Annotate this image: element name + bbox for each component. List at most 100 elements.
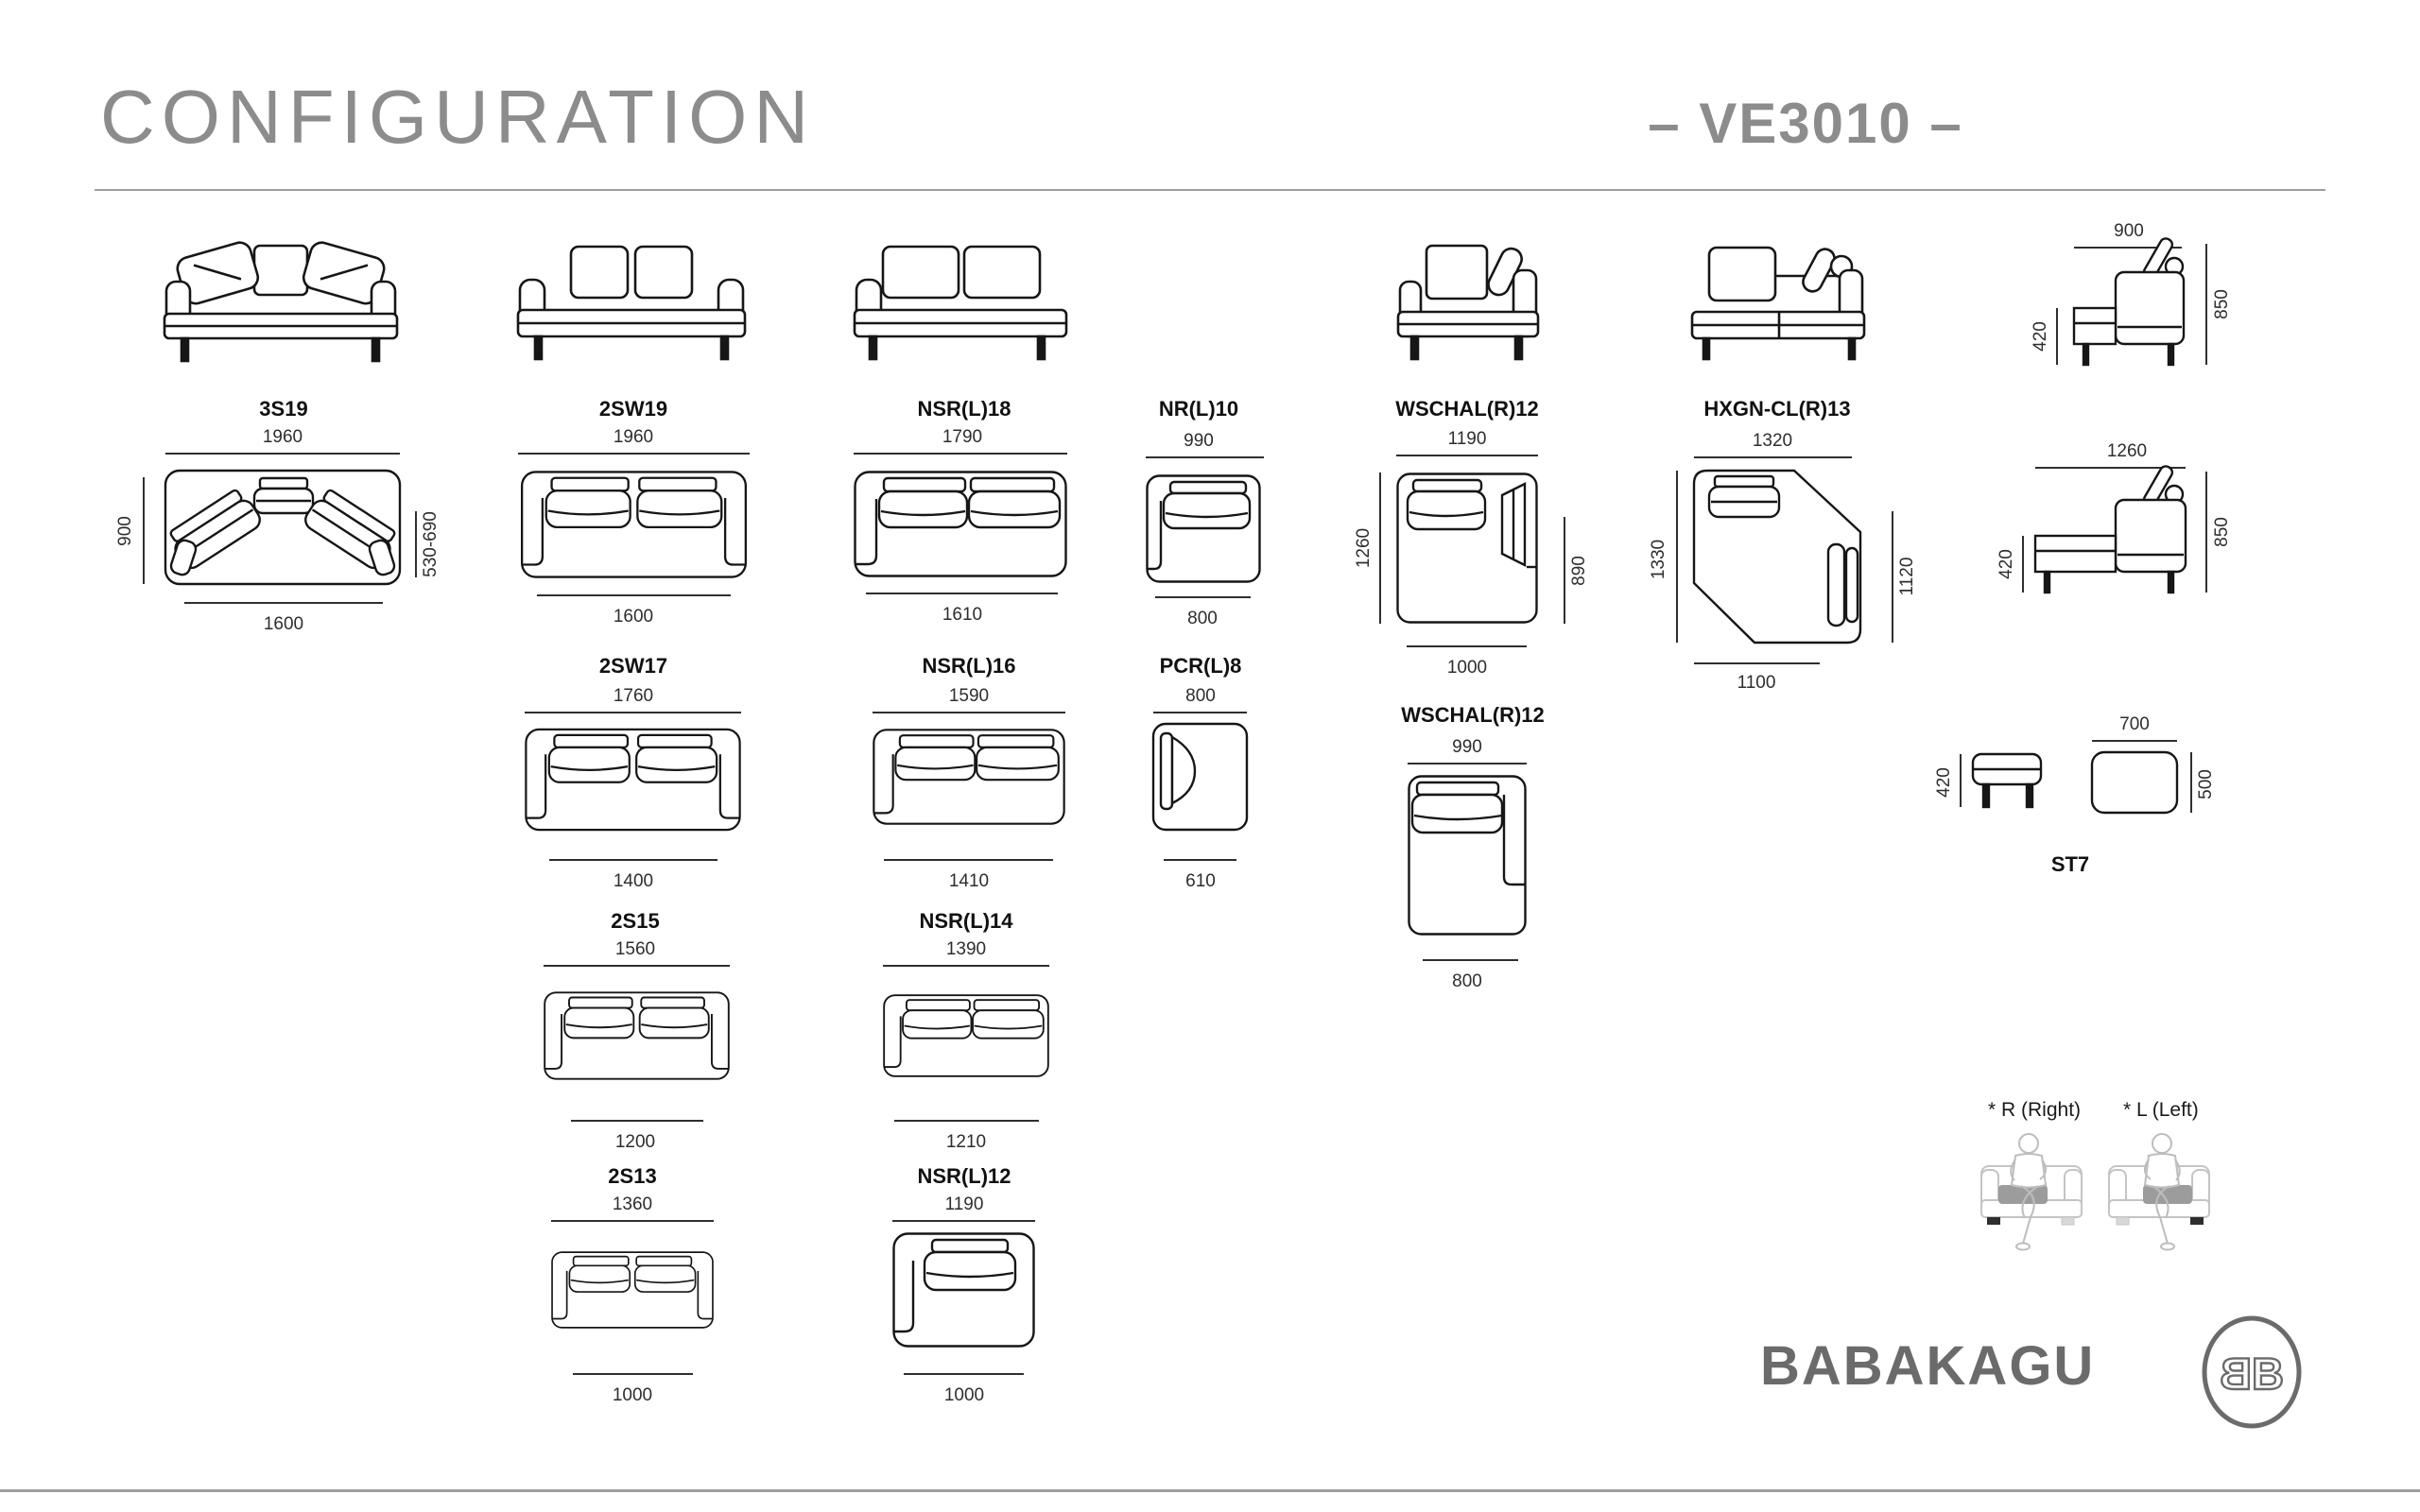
dim-top: 800 (1185, 686, 1216, 706)
dim-bottom: 1000 (1447, 658, 1487, 678)
legend-figure-right (1980, 1133, 2083, 1251)
dim-top: 1190 (1448, 429, 1487, 449)
legend-figure-left (2108, 1133, 2210, 1251)
dim-bottom: 610 (1185, 871, 1216, 891)
module-2S13: 2S13 1360 1000 (551, 1164, 714, 1405)
dim-top: 1390 (946, 939, 986, 959)
module-NR10: NR(L)10 990 800 (1146, 397, 1264, 628)
dim-top: 1190 (945, 1194, 984, 1214)
dim-bottom: 1210 (946, 1132, 986, 1152)
module-name: WSCHAL(R)12 (1401, 703, 1545, 727)
dim-top: 1360 (613, 1194, 652, 1214)
dim-top: 1760 (614, 686, 653, 706)
dim-right: 850 (2212, 289, 2232, 319)
top-view-HXGN13 (1692, 469, 1862, 644)
module-name: NSR(L)18 (917, 397, 1011, 421)
legend-left-label: * L (Left) (2123, 1099, 2199, 1121)
top-view-2S13 (551, 1250, 714, 1330)
module-PCR8: PCR(L)8 800 610 (1151, 654, 1249, 891)
brand-wordmark: BABAKAGU (1760, 1335, 2096, 1397)
module-NSR14: NSR(L)14 1390 1210 (883, 909, 1049, 1152)
header-rule (95, 189, 2325, 191)
dim-bottom: 800 (1187, 609, 1218, 628)
dim-top: 700 (2119, 714, 2150, 734)
module-name: NSR(L)14 (919, 909, 1013, 933)
dim-top: 1960 (614, 427, 653, 447)
top-view-3S19 (164, 469, 402, 586)
st7-side-view (1971, 752, 2043, 809)
module-name: NSR(L)12 (917, 1164, 1011, 1188)
module-name: WSCHAL(R)12 (1395, 397, 1539, 421)
dim-bottom: 1400 (614, 871, 653, 891)
module-2S15: 2S15 1560 1200 (544, 909, 730, 1152)
dim-right: 530-690 (421, 511, 441, 577)
top-view-2S15 (544, 991, 730, 1080)
top-view-NR10 (1146, 474, 1261, 583)
module-name: 2SW17 (599, 654, 667, 678)
dim-bottom: 1610 (942, 605, 982, 625)
top-view-WSCHAL12 (1396, 472, 1538, 624)
module-HXGN13: HXGN-CL(R)13 1320 1330 1120 1100 (1649, 397, 1917, 693)
page-title: CONFIGURATION (100, 75, 816, 159)
top-view-NSR12 (892, 1232, 1035, 1348)
front-view-3S19 (163, 241, 399, 363)
module-NSR12: NSR(L)12 1190 1000 (892, 1164, 1035, 1405)
dim-bottom: 1000 (944, 1385, 984, 1405)
dim-top: 1560 (615, 939, 655, 959)
dim-bottom: 1600 (614, 607, 653, 627)
module-WSCHAL12-a: WSCHAL(R)12 1190 1260 890 1000 (1354, 397, 1589, 678)
top-view-PCR8 (1151, 722, 1249, 832)
dim-right: 850 (2212, 517, 2232, 547)
dim-top: 900 (2114, 221, 2144, 241)
module-WSCHAL12-b: WSCHAL(R)12 990 800 (1401, 703, 1545, 991)
module-3S19: 3S19 1960 900 530-690 1600 (115, 397, 441, 634)
model-code: – VE3010 – (1648, 92, 1963, 155)
module-name: 2SW19 (599, 397, 667, 421)
dim-bottom: 800 (1452, 971, 1482, 991)
dim-bottom: 1600 (264, 614, 303, 634)
front-view-HXGN13 (1690, 246, 1866, 361)
dim-left: 420 (1996, 549, 2016, 579)
dim-top: 1960 (263, 427, 302, 447)
module-2SW19: 2SW19 1960 1600 (518, 397, 750, 627)
dim-top: 1260 (2107, 441, 2147, 461)
top-view-NSR18 (854, 471, 1067, 577)
dim-bottom: 1100 (1737, 673, 1776, 693)
dim-bottom: 1410 (949, 871, 989, 891)
side-drawing (2033, 465, 2187, 594)
dim-left: 900 (115, 516, 135, 546)
dim-right: 500 (2196, 769, 2216, 799)
top-view-NSR16 (873, 729, 1065, 825)
module-name: NSR(L)16 (922, 654, 1015, 678)
module-name: ST7 (2051, 852, 2089, 876)
module-2SW17: 2SW17 1760 1400 (525, 654, 741, 891)
dim-top: 1320 (1753, 431, 1792, 451)
side-view-900: 900 420 850 (2031, 221, 2232, 367)
dim-bottom: 1200 (615, 1132, 655, 1152)
side-view-1260: 1260 420 850 (1996, 441, 2232, 594)
module-name: 3S19 (259, 397, 307, 421)
dim-bottom: 1000 (613, 1385, 652, 1405)
module-name: NR(L)10 (1159, 397, 1238, 421)
module-NSR16: NSR(L)16 1590 1410 (873, 654, 1065, 891)
logo-letter-right: B (2252, 1349, 2284, 1399)
legend-right-label: * R (Right) (1988, 1099, 2082, 1121)
dim-left: 1330 (1649, 540, 1668, 579)
dim-left: 1260 (1354, 528, 1374, 568)
front-view-2SW19 (516, 245, 747, 361)
dim-left: 420 (2031, 321, 2050, 352)
module-ST7: 420 700 500 ST7 (1934, 714, 2216, 876)
brand-logo: B B (2202, 1315, 2302, 1429)
dim-top: 1590 (949, 686, 989, 706)
st7-top-view (2090, 750, 2179, 815)
top-view-2SW19 (520, 471, 748, 578)
top-view-NSR14 (883, 993, 1049, 1078)
top-view-WSCHAL12b (1408, 775, 1527, 936)
top-view-2SW17 (525, 728, 741, 832)
module-name: HXGN-CL(R)13 (1703, 397, 1850, 421)
side-drawing (2072, 237, 2186, 367)
dim-top: 990 (1452, 737, 1482, 757)
dim-top: 990 (1184, 431, 1214, 451)
module-name: 2S13 (608, 1164, 656, 1188)
